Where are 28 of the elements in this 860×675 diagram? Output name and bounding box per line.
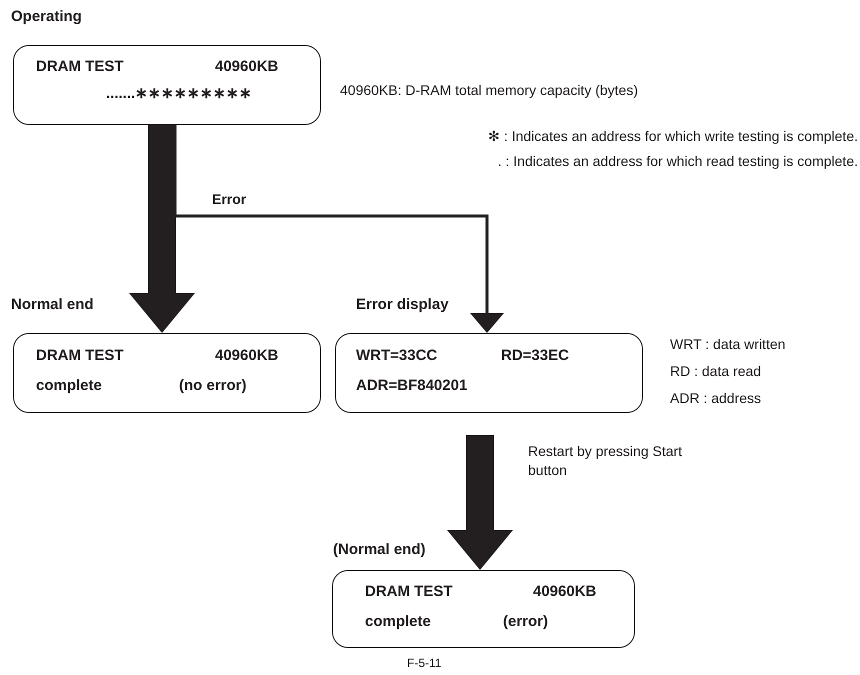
display-text: DRAM TEST (36, 347, 124, 364)
display-text: WRT=33CC (356, 347, 438, 364)
panel-heading: (Normal end) (333, 541, 426, 558)
branch-arrow (174, 125, 504, 333)
panel-heading: Operating (11, 8, 82, 25)
display-text: DRAM TEST (36, 58, 124, 75)
display-text: 40960KB (215, 347, 278, 364)
note-text: ADR : address (670, 390, 762, 406)
display-text: (no error) (179, 377, 246, 394)
figure-caption: F-5-11 (407, 656, 442, 670)
note-text: ✻ : Indicates an address for which write testing is complete. (488, 128, 858, 144)
note-text: 40960KB: D-RAM total memory capacity (bytes) (340, 82, 638, 98)
display-text: DRAM TEST (365, 583, 452, 600)
display-text: 40960KB (215, 58, 278, 75)
panel-heading: Normal end (11, 296, 94, 313)
display-text: complete (36, 377, 102, 394)
panel-heading: Error display (356, 296, 449, 313)
flow-arrow (129, 125, 195, 333)
display-text: ADR=BF840201 (356, 377, 468, 394)
display-text: complete (365, 613, 431, 630)
note-text: WRT : data written (670, 336, 786, 352)
display-text: .......∗∗∗∗∗∗∗∗∗ (106, 84, 252, 102)
display-text: (error) (503, 613, 548, 630)
note-text: . : Indicates an address for which read testing is complete. (498, 153, 858, 169)
display-text: RD=33EC (501, 347, 569, 364)
flow-arrow (447, 435, 513, 570)
note-text: RD : data read (670, 363, 762, 379)
display-text: 40960KB (533, 583, 596, 600)
